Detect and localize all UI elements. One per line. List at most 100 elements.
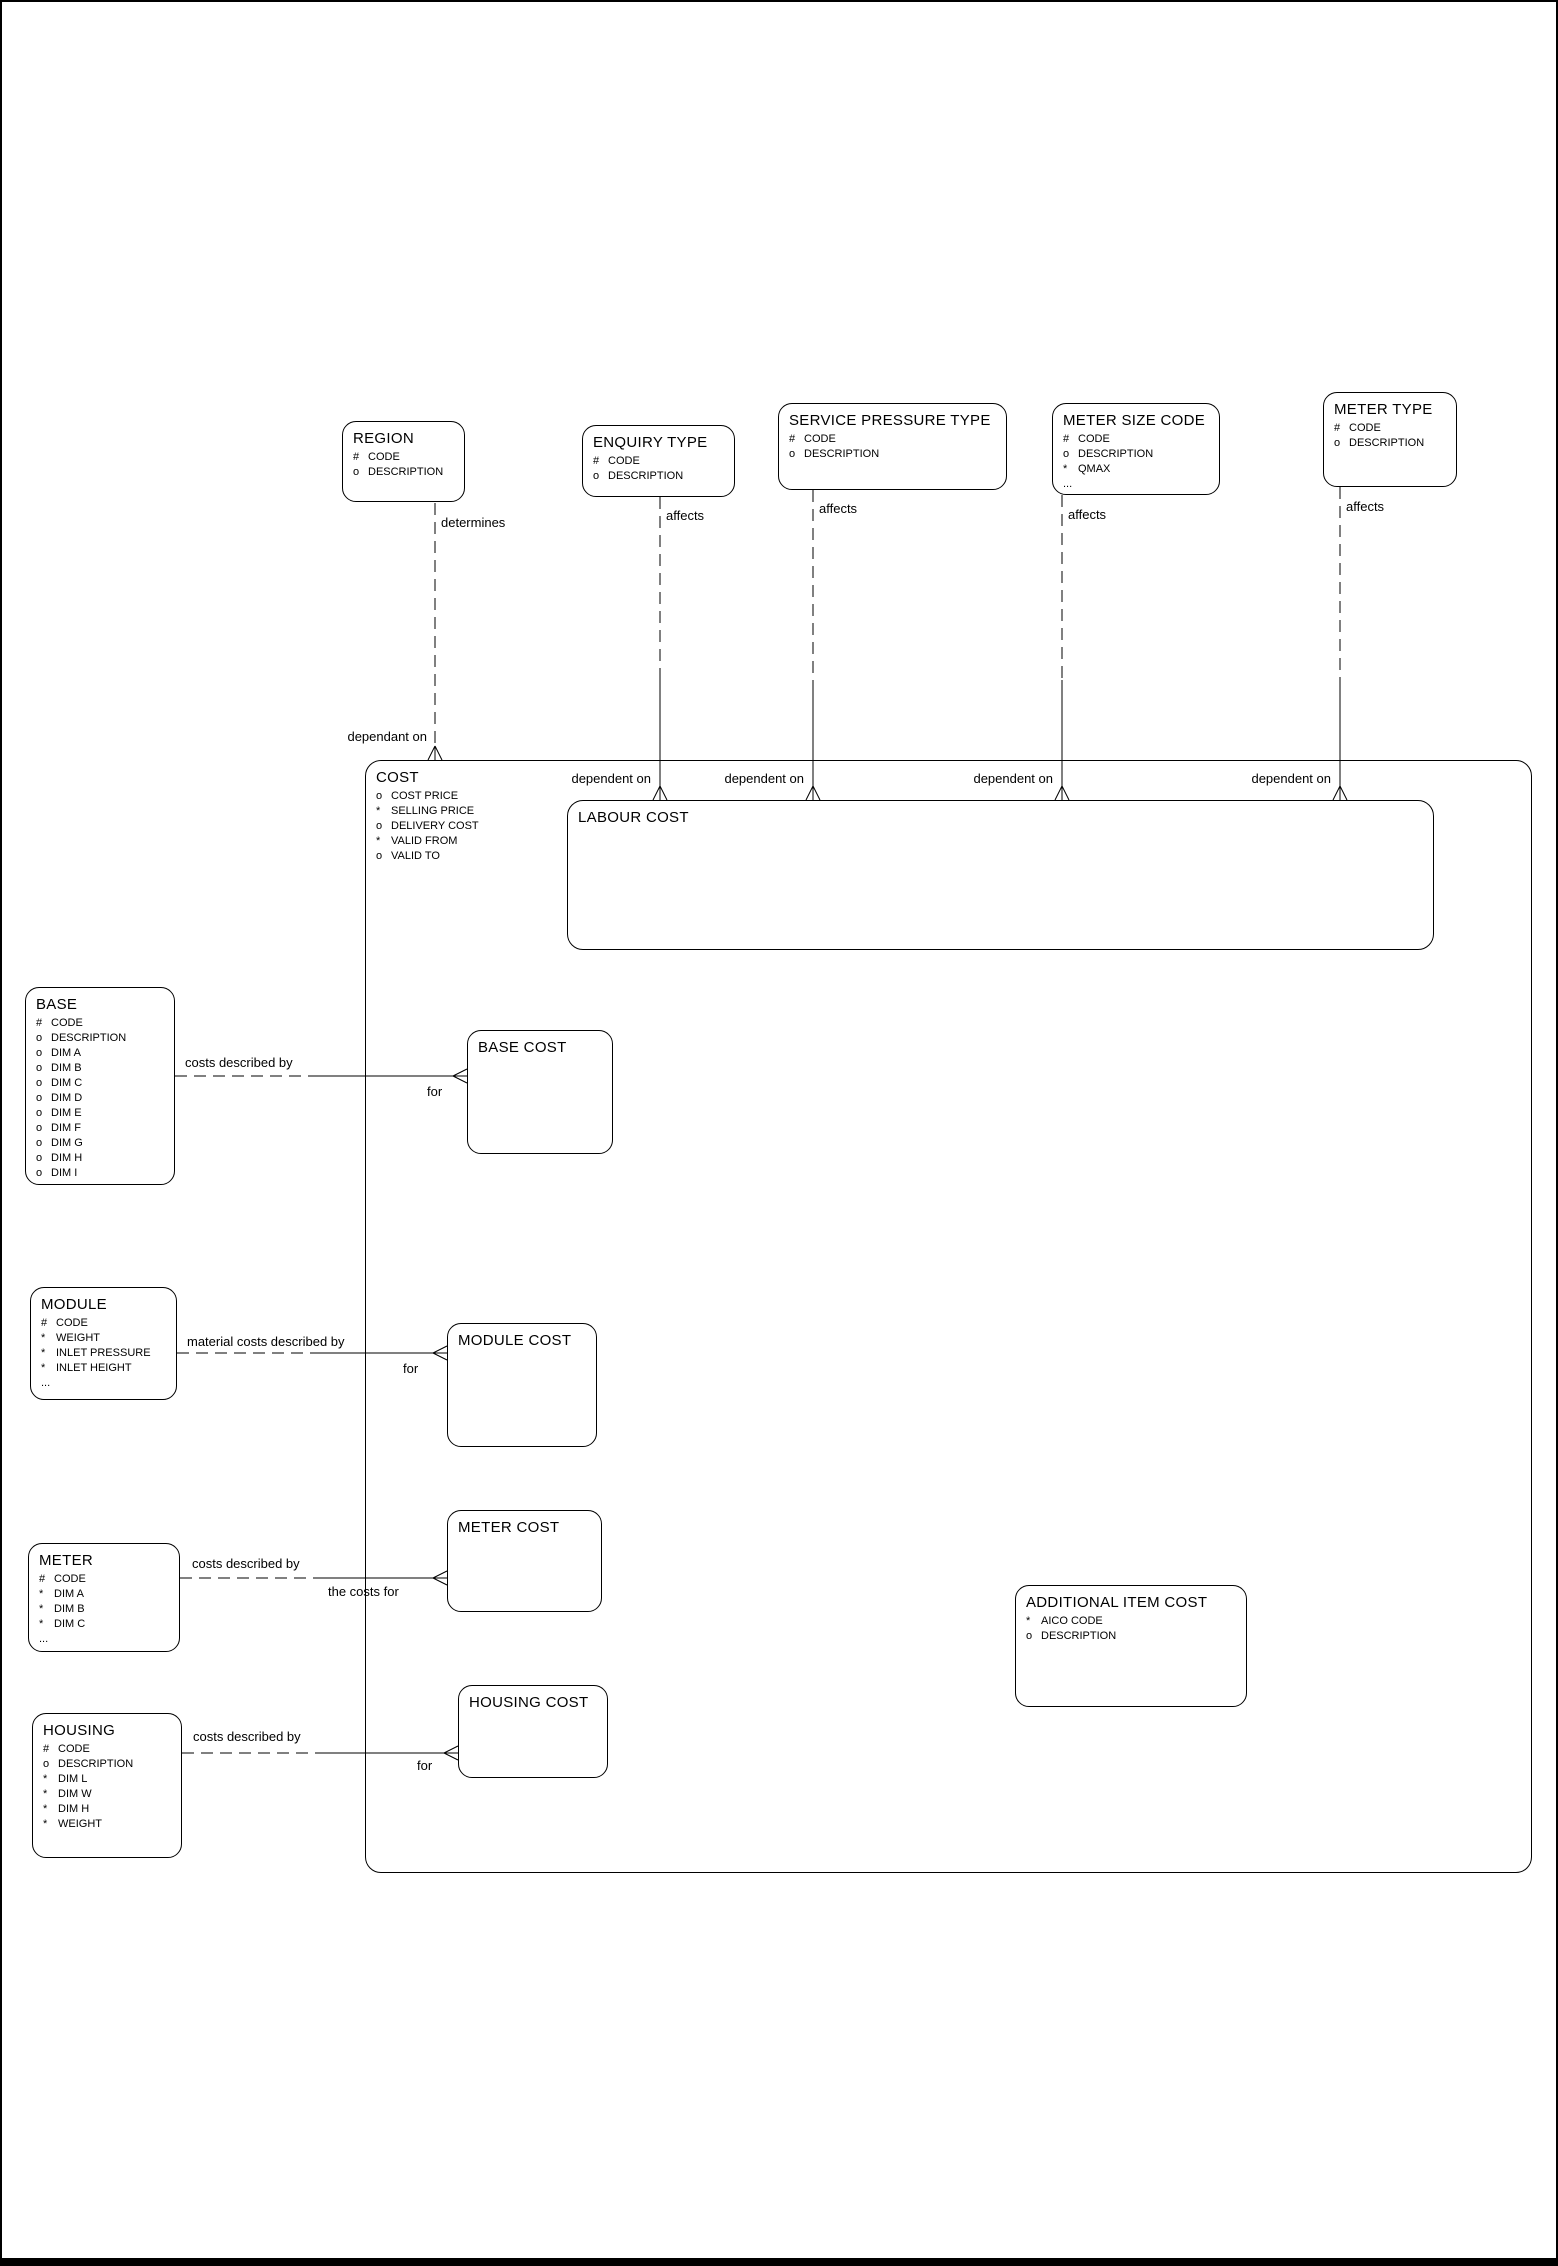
entity-attribute: #CODE [41, 1317, 88, 1329]
entity-housing-cost[interactable]: HOUSING COST [458, 1685, 608, 1778]
entity-module-cost-title: MODULE COST [458, 1332, 572, 1349]
entity-module-attributes: #CODE *WEIGHT *INLET PRESSURE *INLET HEIGHT… [41, 1316, 166, 1391]
entity-labour-cost-title: LABOUR COST [578, 809, 689, 826]
label-housing-costs-described-by: costs described by [193, 1729, 301, 1744]
entity-attribute: ... [41, 1377, 51, 1389]
entity-attribute: ... [1063, 478, 1073, 490]
label-base-costs-described-by: costs described by [185, 1055, 293, 1070]
entity-attribute: #CODE [43, 1743, 90, 1755]
entity-attribute: *WEIGHT [41, 1332, 100, 1344]
entity-attribute: *INLET HEIGHT [41, 1362, 132, 1374]
entity-module-cost[interactable]: MODULE COST [447, 1323, 597, 1447]
connector-meter-type-labour-cost [1332, 487, 1348, 801]
entity-attribute: #CODE [353, 451, 400, 463]
entity-attribute: #CODE [1334, 422, 1381, 434]
entity-attribute: *AICO CODE [1026, 1615, 1103, 1627]
entity-base-cost-title: BASE COST [478, 1039, 567, 1056]
entity-attribute: *INLET PRESSURE [41, 1347, 151, 1359]
label-meter-costs-described-by: costs described by [192, 1556, 300, 1571]
entity-attribute: *DIM W [43, 1788, 92, 1800]
entity-meter-title: METER [39, 1552, 93, 1569]
entity-attribute: *DIM H [43, 1803, 90, 1815]
entity-module[interactable]: MODULE #CODE *WEIGHT *INLET PRESSURE *INLET… [30, 1287, 177, 1400]
entity-meter-type-title: METER TYPE [1334, 401, 1433, 418]
connector-service-pressure-type-labour-cost [805, 490, 821, 801]
connector-meter-size-code-labour-cost [1054, 495, 1070, 801]
entity-attribute: *DIM B [39, 1603, 85, 1615]
label-determines: determines [441, 515, 506, 530]
label-dependent-on-meter-size-code: dependent on [973, 771, 1053, 786]
entity-housing-title: HOUSING [43, 1722, 116, 1739]
entity-cost-title: COST [376, 769, 419, 786]
entity-meter[interactable]: METER #CODE*DIM A*DIM B*DIM C... [28, 1543, 180, 1652]
label-module-material-costs-described-by: material costs described by [187, 1334, 345, 1349]
entity-attribute: #CODE [36, 1017, 83, 1029]
entity-labour-cost[interactable]: LABOUR COST [567, 800, 1434, 950]
entity-attribute: #CODE [39, 1573, 86, 1585]
label-meter-the-costs-for: the costs for [328, 1584, 399, 1599]
entity-module-title: MODULE [41, 1296, 107, 1313]
entity-attribute: *DIM C [39, 1618, 86, 1630]
entity-attribute: #CODE [593, 455, 640, 467]
label-dependent-on-meter-type: dependent on [1251, 771, 1331, 786]
entity-service-pressure-type-title: SERVICE PRESSURE TYPE [789, 412, 991, 429]
entity-enquiry-type-title: ENQUIRY TYPE [593, 434, 708, 451]
entity-attribute: #CODE [1063, 433, 1110, 445]
entity-attribute: *DIM L [43, 1773, 88, 1785]
label-affects-service-pressure-type: affects [819, 501, 858, 516]
entity-meter-attributes: #CODE*DIM A*DIM B*DIM C... [39, 1572, 169, 1647]
entity-meter-cost[interactable]: METER COST [447, 1510, 602, 1612]
entity-meter-size-code-title: METER SIZE CODE [1063, 412, 1206, 429]
entity-attribute: *WEIGHT [43, 1818, 102, 1830]
entity-base-cost[interactable]: BASE COST [467, 1030, 613, 1154]
entity-housing-cost-title: HOUSING COST [469, 1694, 589, 1711]
entity-meter-cost-title: METER COST [458, 1519, 560, 1536]
entity-additional-item-cost-title: ADDITIONAL ITEM COST [1026, 1594, 1208, 1611]
entity-attribute: *QMAX [1063, 463, 1111, 475]
label-affects-enquiry-type: affects [666, 508, 705, 523]
label-dependent-on-service-pressure-type: dependent on [724, 771, 804, 786]
entity-attribute: #CODE [789, 433, 836, 445]
entity-attribute: *DIM A [39, 1588, 84, 1600]
label-base-for: for [427, 1084, 443, 1099]
label-dependant-on: dependant on [347, 729, 427, 744]
label-affects-meter-size-code: affects [1068, 507, 1107, 522]
